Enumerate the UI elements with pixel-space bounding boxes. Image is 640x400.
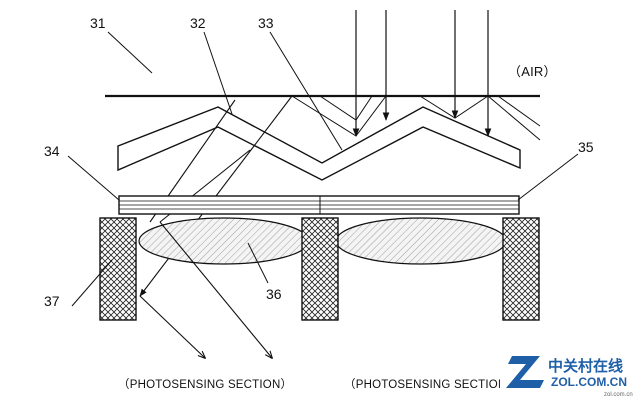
label-33: 33 [258,15,274,31]
watermark-brand-en: ZOL.COM.CN [551,375,627,389]
hatched-wall-center [301,217,339,321]
reflected-ray-d [487,95,541,141]
watermark-brand-cn: 中关村在线 [548,357,623,375]
leader-32 [203,31,233,115]
label-31: 31 [90,15,106,31]
output-ray-left [139,295,205,358]
watermark-sub: zol.com.cn [604,392,633,398]
air-label: （AIR） [508,64,557,79]
leader-34 [67,155,120,201]
reflected-ray-b [319,95,373,121]
leader-31 [107,31,153,74]
hatched-wall-left [99,217,137,321]
output-ray-right [159,221,272,358]
micro-lens-right [335,217,507,265]
reflected-ray-a [291,95,387,137]
reflected-ray-c [419,95,489,119]
label-34: 34 [44,143,60,159]
micro-lens-left [138,217,310,265]
zol-logo-icon [506,356,544,388]
caption-photosensing-left: （PHOTOSENSING SECTION） [118,378,292,391]
leader-35 [517,153,579,201]
hatched-wall-right [502,217,540,321]
zol-watermark: 中关村在线 ZOL.COM.CN zol.com.cn [500,346,640,400]
label-37: 37 [44,293,60,309]
leader-37 [71,259,113,307]
label-36: 36 [266,286,282,302]
reflected-ray-e [497,95,541,127]
leader-36 [247,242,269,284]
caption-photosensing-right: （PHOTOSENSING SECTION） [344,378,518,391]
leader-33 [269,31,343,151]
label-35: 35 [578,139,594,155]
prism-film [117,106,521,181]
label-32: 32 [190,15,206,31]
